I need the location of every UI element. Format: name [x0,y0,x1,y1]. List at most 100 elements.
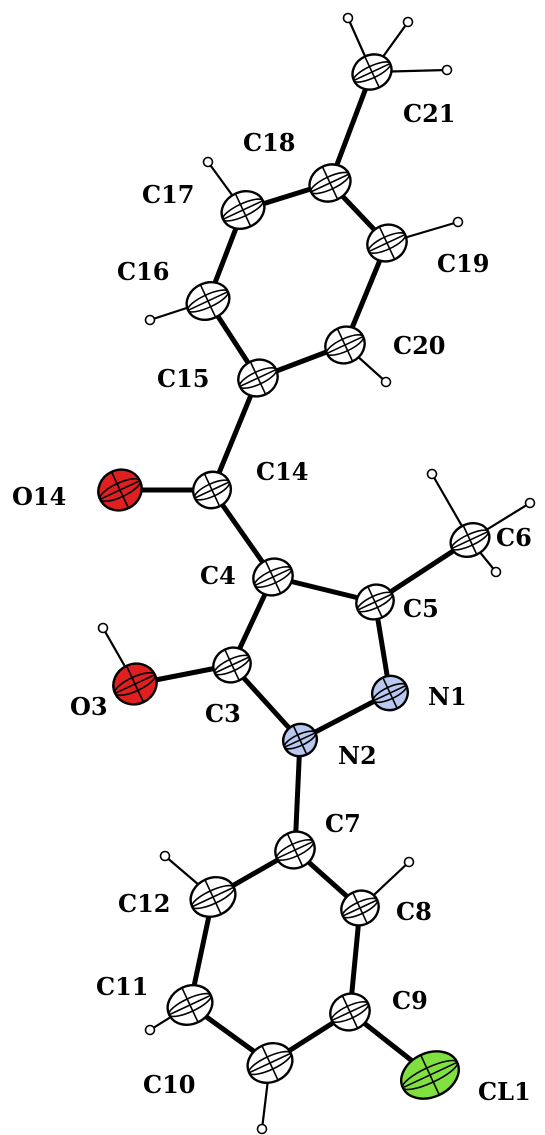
atom-c11 [166,984,214,1026]
atom-equator-c4 [253,565,293,589]
atom-axis-minor-n1 [382,677,398,709]
atom-c8 [340,889,380,927]
atom-axis-minor-c6 [462,525,478,555]
atom-label-c10: C10 [143,1070,196,1099]
atom-n2 [281,722,319,758]
atom-label-cl1: CL1 [478,1077,531,1106]
atom-axis-minor-c7 [286,833,304,867]
atom-equator-c5 [356,591,394,613]
atom-label-c7: C7 [325,809,361,838]
hydrogen-atom-c21-3 [441,64,453,76]
atom-c4 [252,557,294,597]
hydrogen-atom-c12-1 [159,850,171,862]
atom-axis-minor-c20 [336,328,354,362]
atom-label-c18: C18 [243,128,296,157]
atom-axis-minor-c14 [203,473,221,507]
hydrogen-atom-c10-1 [256,1123,268,1135]
atom-axis-minor-c5 [367,586,383,618]
atom-label-c11: C11 [96,972,149,1001]
hydrogen-atom-c21-2 [402,16,414,28]
atom-o14 [97,468,143,512]
atom-equator-c9 [330,1000,370,1024]
hydrogen-layer [97,12,536,1135]
atom-label-c3: C3 [205,699,241,728]
atom-equator-cl1 [401,1059,459,1091]
atom-equator-c15 [238,366,278,390]
atom-c14 [191,470,233,510]
atom-axis-minor-cl1 [419,1054,441,1096]
atoms-layer [97,53,491,1100]
atom-axis-minor-c10 [261,1045,279,1081]
atom-c19 [366,223,408,263]
atom-axis-minor-c18 [321,166,339,200]
atom-equator-c11 [168,992,212,1018]
atom-label-c16: C16 [117,257,170,286]
atom-axis-minor-c15 [249,361,267,395]
hydrogen-atom-c16-1 [144,314,156,326]
atom-label-n2: N2 [338,741,377,770]
hydrogen-atom-c20-1 [380,376,392,388]
atom-axis-minor-n2 [292,725,308,755]
hydrogen-atom-c19-1 [452,216,464,228]
hydrogen-atom-c6-2 [524,497,536,509]
atom-label-c19: C19 [437,249,490,278]
atom-c3 [212,646,252,684]
atom-axis-minor-c8 [352,892,368,924]
atom-equator-c6 [450,529,490,551]
atom-label-c5: C5 [403,594,439,623]
atom-axis-minor-c16 [199,284,217,318]
hydrogen-atom-c17-1 [202,156,214,168]
atom-axis-minor-o14 [110,471,130,509]
atom-o3 [112,662,158,706]
atom-equator-n1 [372,682,408,704]
atom-label-c14: C14 [256,457,309,486]
atom-label-c15: C15 [157,364,210,393]
atom-axis-minor-c3 [224,649,240,681]
atom-c5 [355,583,395,621]
atom-axis-minor-c4 [264,560,282,594]
atom-label-o14: O14 [12,482,66,511]
atom-label-c6: C6 [496,523,532,552]
atom-c9 [329,992,371,1032]
atom-label-c9: C9 [392,986,428,1015]
atom-equator-c10 [248,1050,292,1076]
atom-axis-minor-o3 [125,665,145,703]
atom-equator-c12 [191,884,235,910]
atom-equator-c20 [325,333,365,357]
atom-label-c8: C8 [396,897,432,926]
atom-equator-c21 [352,61,392,83]
atom-c18 [308,163,352,203]
atom-c20 [324,325,366,365]
atom-c21 [351,53,393,91]
atom-c10 [246,1042,294,1084]
atom-equator-c18 [309,171,351,195]
atom-label-n1: N1 [428,682,467,711]
atom-axis-minor-c19 [378,226,396,260]
atom-label-c21: C21 [403,99,456,128]
atom-c15 [237,358,279,398]
atom-n1 [370,674,410,712]
atom-axis-minor-c9 [341,995,359,1029]
atom-equator-c19 [367,231,407,255]
atom-c12 [189,876,237,918]
atom-c17 [220,190,266,230]
hydrogen-atom-c11-1 [144,1024,156,1036]
atom-equator-c3 [213,654,251,676]
atom-label-c12: C12 [118,889,171,918]
atom-axis-minor-c17 [234,193,252,227]
hydrogen-atom-c6-1 [426,468,438,480]
atom-axis-minor-c21 [364,56,380,88]
atom-axis-minor-c11 [181,987,199,1023]
atom-label-c4: C4 [200,561,236,590]
atom-equator-o14 [99,477,141,503]
atom-label-o3: O3 [70,692,108,721]
atom-equator-c14 [193,479,231,501]
hydrogen-atom-o3-1 [97,622,109,634]
atom-equator-o3 [114,671,156,697]
atom-equator-c8 [341,897,379,919]
atom-c6 [449,522,491,558]
atom-axis-minor-c12 [204,879,222,915]
